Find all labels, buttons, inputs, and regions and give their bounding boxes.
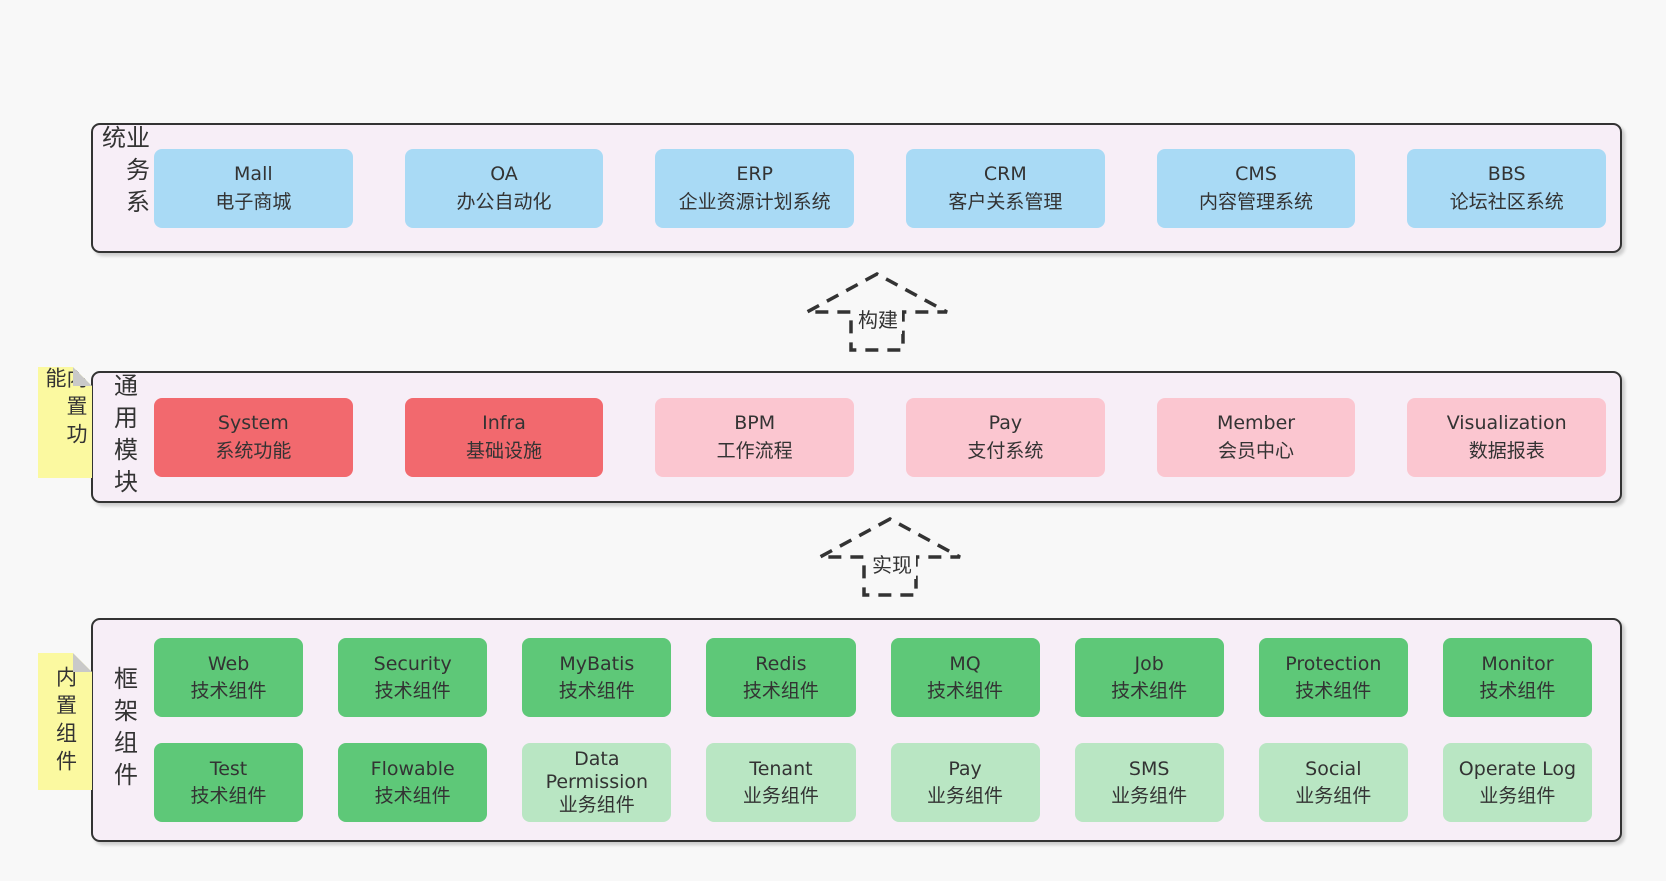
box-mybatis: MyBatis 技术组件	[522, 638, 672, 717]
box-social: Social 业务组件	[1258, 743, 1408, 822]
box-crm: CRM 客户关系管理	[906, 148, 1105, 228]
modules-layer-label: 通用模块	[109, 373, 138, 501]
box-title: Monitor	[1481, 652, 1554, 675]
box-subtitle: 企业资源计划系统	[678, 191, 831, 213]
box-cms: CMS 内容管理系统	[1156, 148, 1356, 228]
box-title: System	[217, 411, 289, 434]
box-title: Tenant	[749, 757, 813, 780]
box-title: BPM	[734, 411, 776, 434]
box-subtitle: 技术组件	[558, 679, 635, 702]
box-subtitle: 技术组件	[927, 679, 1004, 702]
box-subtitle: 业务组件	[1295, 784, 1372, 807]
box-data-permission: Data Permission 业务组件	[522, 743, 672, 822]
components-row-2: Test 技术组件 Flowable 技术组件 Data Permission …	[154, 743, 1592, 822]
box-subtitle: 系统功能	[215, 440, 292, 462]
box-pay-biz: Pay 业务组件	[890, 743, 1040, 822]
box-monitor: Monitor 技术组件	[1442, 638, 1592, 717]
box-subtitle: 内容管理系统	[1199, 191, 1314, 213]
box-test: Test 技术组件	[154, 743, 304, 822]
box-title: Pay	[988, 411, 1023, 434]
box-subtitle: 技术组件	[190, 784, 267, 807]
box-subtitle: 客户关系管理	[948, 191, 1063, 213]
box-title: Job	[1134, 652, 1164, 675]
box-redis: Redis 技术组件	[706, 638, 856, 717]
box-title: SMS	[1128, 757, 1170, 780]
box-title: Protection	[1285, 652, 1382, 675]
box-pay: Pay 支付系统	[906, 397, 1105, 477]
box-subtitle: 业务组件	[558, 794, 635, 817]
box-subtitle: 电子商城	[215, 191, 292, 213]
business-systems-layer: 业务系统 Mall 电子商城 OA 办公自动化 ERP 企业资源计划系统 CRM…	[91, 123, 1622, 253]
components-rows: Web 技术组件 Security 技术组件 MyBatis 技术组件 Redi…	[154, 638, 1620, 822]
box-erp: ERP 企业资源计划系统	[655, 148, 855, 228]
box-subtitle: 会员中心	[1218, 440, 1295, 462]
box-subtitle: 技术组件	[190, 679, 267, 702]
box-title: Member	[1216, 411, 1296, 434]
box-member: Member 会员中心	[1156, 397, 1356, 477]
box-title: Redis	[755, 652, 807, 675]
box-subtitle: 技术组件	[374, 784, 451, 807]
implement-arrow-label: 实现	[868, 548, 916, 579]
box-tenant: Tenant 业务组件	[706, 743, 856, 822]
business-boxes-row: Mall 电子商城 OA 办公自动化 ERP 企业资源计划系统 CRM 客户关系…	[154, 148, 1620, 228]
box-subtitle: 业务组件	[1479, 784, 1556, 807]
business-layer-label: 业务系统	[97, 125, 150, 221]
box-mall: Mall 电子商城	[154, 148, 353, 228]
sticky-note-built-in-components: 内置组件	[38, 653, 92, 790]
modules-boxes-row: System 系统功能 Infra 基础设施 BPM 工作流程 Pay 支付系统…	[154, 397, 1620, 477]
box-job: Job 技术组件	[1074, 638, 1224, 717]
box-title: Flowable	[370, 757, 455, 780]
box-subtitle: 办公自动化	[456, 191, 552, 213]
box-title: ERP	[736, 162, 774, 185]
box-bpm: BPM 工作流程	[655, 397, 855, 477]
box-bbs: BBS 论坛社区系统	[1407, 148, 1607, 228]
box-subtitle: 业务组件	[742, 784, 819, 807]
box-title: Mall	[234, 162, 273, 185]
box-security: Security 技术组件	[338, 638, 488, 717]
box-operate-log: Operate Log 业务组件	[1442, 743, 1592, 822]
framework-components-layer: 框架组件 Web 技术组件 Security 技术组件 MyBatis 技术组件…	[91, 618, 1622, 842]
box-subtitle: 技术组件	[742, 679, 819, 702]
box-title: Infra	[482, 411, 526, 434]
box-title: Security	[373, 652, 452, 675]
box-title: CRM	[983, 162, 1027, 185]
box-protection: Protection 技术组件	[1258, 638, 1408, 717]
box-title: Data Permission	[545, 747, 649, 793]
box-title: OA	[490, 162, 518, 185]
box-subtitle: 业务组件	[1111, 784, 1188, 807]
box-title: MyBatis	[559, 652, 635, 675]
box-sms: SMS 业务组件	[1074, 743, 1224, 822]
box-subtitle: 支付系统	[967, 440, 1044, 462]
common-modules-layer: 通用模块 System 系统功能 Infra 基础设施 BPM 工作流程 Pay…	[91, 371, 1622, 503]
box-title: Visualization	[1446, 411, 1567, 434]
box-subtitle: 基础设施	[466, 440, 543, 462]
build-arrow-label: 构建	[854, 303, 902, 334]
box-subtitle: 技术组件	[374, 679, 451, 702]
box-subtitle: 技术组件	[1111, 679, 1188, 702]
box-subtitle: 工作流程	[716, 440, 793, 462]
sticky-note-built-in-features: 内置功能	[38, 367, 92, 478]
box-title: Pay	[948, 757, 982, 780]
box-title: BBS	[1487, 162, 1526, 185]
box-title: MQ	[949, 652, 981, 675]
box-flowable: Flowable 技术组件	[338, 743, 488, 822]
box-subtitle: 数据报表	[1468, 440, 1545, 462]
box-subtitle: 论坛社区系统	[1449, 191, 1564, 213]
box-title: CMS	[1235, 162, 1277, 185]
box-title: Operate Log	[1458, 757, 1577, 780]
box-system: System 系统功能	[154, 397, 353, 477]
box-title: Social	[1305, 757, 1362, 780]
box-infra: Infra 基础设施	[404, 397, 604, 477]
box-visualization: Visualization 数据报表	[1407, 397, 1607, 477]
box-web: Web 技术组件	[154, 638, 304, 717]
box-mq: MQ 技术组件	[890, 638, 1040, 717]
box-subtitle: 业务组件	[927, 784, 1004, 807]
components-layer-label: 框架组件	[109, 666, 138, 794]
components-row-1: Web 技术组件 Security 技术组件 MyBatis 技术组件 Redi…	[154, 638, 1592, 717]
box-subtitle: 技术组件	[1479, 679, 1556, 702]
box-title: Web	[207, 652, 250, 675]
box-title: Test	[209, 757, 248, 780]
box-subtitle: 技术组件	[1295, 679, 1372, 702]
box-oa: OA 办公自动化	[404, 148, 604, 228]
